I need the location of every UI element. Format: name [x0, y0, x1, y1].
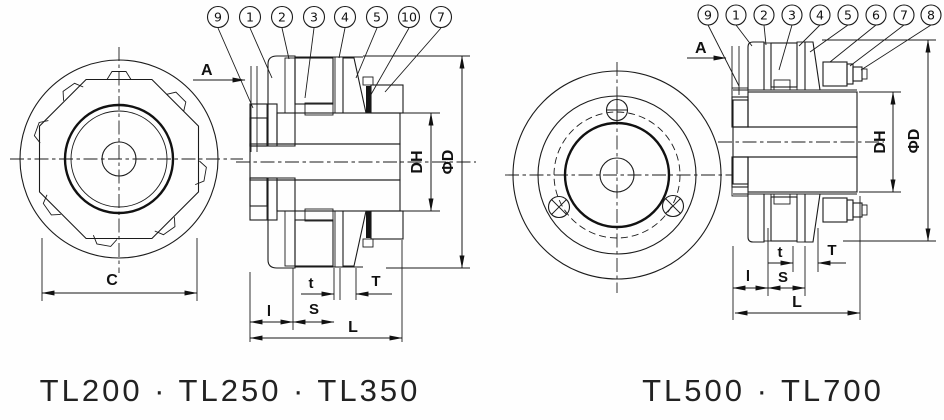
svg-text:S: S — [778, 269, 788, 286]
right-bottom-dims: t T l S L — [732, 196, 861, 320]
left-leader-lines — [217, 27, 442, 109]
callout-2: 2 — [753, 4, 775, 26]
callout-5: 5 — [837, 4, 859, 26]
right-dim-DH: DH — [859, 91, 901, 193]
right-section-view — [718, 41, 884, 243]
bolt-holes — [547, 98, 685, 219]
svg-text:l: l — [267, 303, 271, 320]
right-dim-L: L — [734, 294, 861, 316]
callout-9-number: 9 — [704, 8, 712, 23]
right-shaft-bore — [732, 126, 858, 158]
svg-text:ΦD: ΦD — [906, 129, 923, 154]
left-dim-L: L — [249, 319, 403, 341]
callout-9: 9 — [697, 4, 719, 26]
left-dim-DH: DH — [402, 112, 440, 212]
callout-1-number: 1 — [732, 8, 740, 23]
svg-text:S: S — [309, 301, 319, 318]
left-dim-t: t — [301, 275, 335, 297]
svg-text:t: t — [309, 275, 314, 292]
callout-7-number: 7 — [900, 8, 908, 23]
left-dim-phiD: ΦD — [363, 55, 470, 269]
svg-text:ΦD: ΦD — [440, 150, 457, 175]
callout-5: 5 — [365, 5, 389, 29]
callout-4-number: 4 — [816, 8, 824, 23]
callout-8-number: 8 — [927, 8, 935, 23]
svg-text:L: L — [348, 319, 358, 336]
right-front-view — [505, 62, 732, 293]
left-caption: TL200 · TL250 · TL350 — [40, 373, 421, 408]
svg-text:DH: DH — [872, 130, 889, 153]
callout-2: 2 — [270, 5, 294, 29]
right-callouts: 9 1 2 3 4 5 6 7 8 — [697, 4, 942, 87]
svg-text:T: T — [371, 273, 380, 290]
right-leader-lines — [707, 24, 932, 87]
svg-text:A: A — [201, 62, 213, 79]
right-caption: TL500 · TL700 — [642, 373, 884, 408]
callout-5-number: 5 — [373, 10, 381, 25]
svg-text:L: L — [792, 294, 802, 311]
callout-4: 4 — [333, 5, 357, 29]
callout-7-number: 7 — [437, 10, 445, 25]
callout-3-number: 3 — [310, 10, 318, 25]
right-dim-phiD: ΦD — [822, 39, 936, 242]
svg-text:A: A — [695, 40, 707, 57]
svg-text:T: T — [827, 242, 836, 259]
left-dim-l: l — [249, 303, 294, 325]
callout-2-number: 2 — [278, 10, 286, 25]
right-dim-A: A — [687, 40, 740, 95]
callout-6: 6 — [865, 4, 887, 26]
left-section-view — [236, 55, 476, 269]
callout-7: 7 — [429, 5, 453, 29]
callout-6-number: 6 — [872, 8, 880, 23]
callout-2-number: 2 — [760, 8, 768, 23]
callout-5-number: 5 — [844, 8, 852, 23]
svg-text:C: C — [106, 272, 118, 289]
figure-left: 9 1 2 3 4 5 10 7 A DH ΦD — [10, 5, 476, 408]
callout-1: 1 — [725, 4, 747, 26]
left-bottom-dims: t T l S L — [249, 240, 403, 342]
svg-text:DH: DH — [409, 150, 426, 173]
right-dim-t: t — [768, 244, 794, 266]
left-dim-A: A — [193, 62, 258, 152]
callout-3: 3 — [781, 4, 803, 26]
left-dim-S: S — [292, 301, 335, 325]
callout-10-number: 10 — [401, 10, 417, 25]
callout-8: 8 — [920, 4, 942, 26]
callout-9-number: 9 — [214, 10, 222, 25]
callout-1: 1 — [238, 5, 262, 29]
right-dim-S: S — [767, 269, 806, 291]
callout-7: 7 — [893, 4, 915, 26]
left-callouts: 9 1 2 3 4 5 10 7 — [206, 5, 453, 109]
callout-3-number: 3 — [788, 8, 796, 23]
callout-1-number: 1 — [246, 10, 254, 25]
left-dim-T: T — [355, 273, 392, 297]
right-dim-l: l — [732, 268, 769, 291]
sleeve-tabs — [32, 71, 208, 248]
figure-right: 9 1 2 3 4 5 6 7 8 A DH ΦD — [505, 4, 942, 408]
svg-text:t: t — [778, 244, 783, 261]
right-dim-T: T — [817, 242, 846, 266]
callout-3: 3 — [302, 5, 326, 29]
svg-text:l: l — [746, 268, 750, 285]
left-front-view — [10, 47, 243, 273]
callout-9: 9 — [206, 5, 230, 29]
callout-4-number: 4 — [341, 10, 349, 25]
callout-10: 10 — [397, 5, 421, 29]
left-dim-C: C — [41, 238, 198, 301]
callout-4: 4 — [809, 4, 831, 26]
